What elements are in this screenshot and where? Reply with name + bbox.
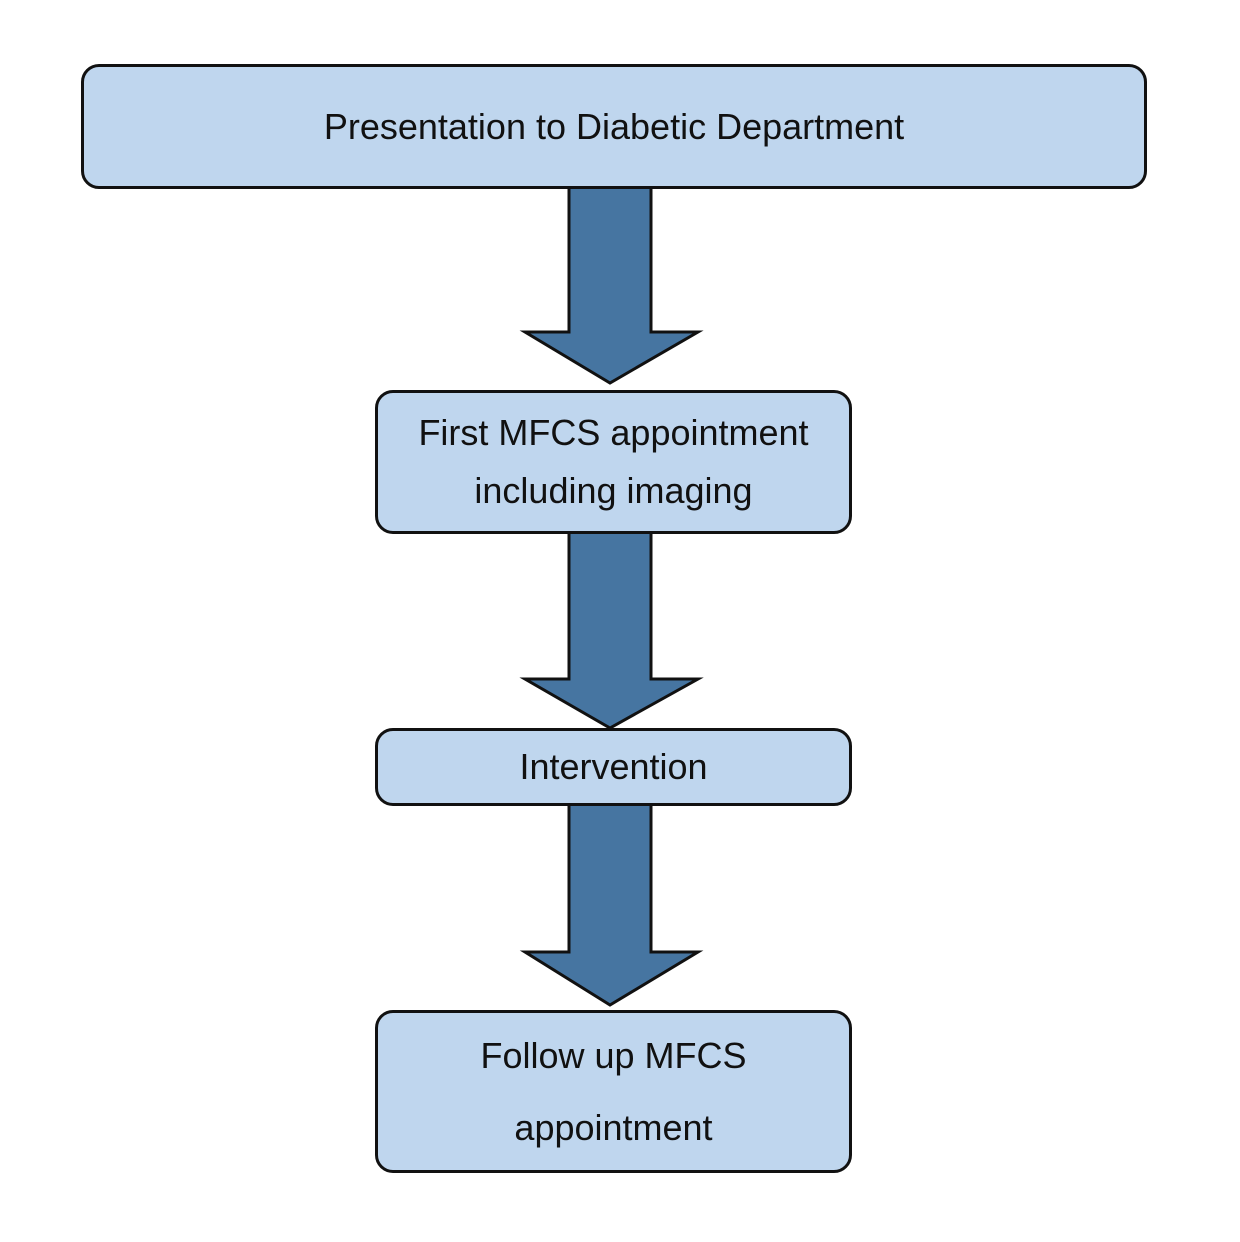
- down-arrow-3-shape: [519, 801, 704, 1007]
- step-follow-up-line1: Follow up MFCS: [480, 1034, 747, 1076]
- down-arrow-1-shape: [519, 184, 704, 385]
- step-presentation-label: Presentation to Diabetic Department: [323, 105, 905, 147]
- down-arrow-2-shape: [519, 529, 704, 730]
- step-first-appointment-line2: including imaging: [474, 470, 753, 511]
- step-presentation-box: Presentation to Diabetic Department: [81, 64, 1147, 189]
- down-arrow-1: [519, 184, 704, 385]
- step-follow-up-box: Follow up MFCS appointment: [375, 1010, 852, 1173]
- step-intervention-box: Intervention: [375, 728, 852, 806]
- step-first-appointment-box: First MFCS appointment including imaging: [375, 390, 852, 534]
- step-intervention-label: Intervention: [519, 746, 708, 787]
- step-first-appointment-line1: First MFCS appointment: [418, 412, 809, 453]
- down-arrow-3: [519, 801, 704, 1007]
- down-arrow-2: [519, 529, 704, 730]
- step-follow-up-line2: appointment: [514, 1106, 713, 1148]
